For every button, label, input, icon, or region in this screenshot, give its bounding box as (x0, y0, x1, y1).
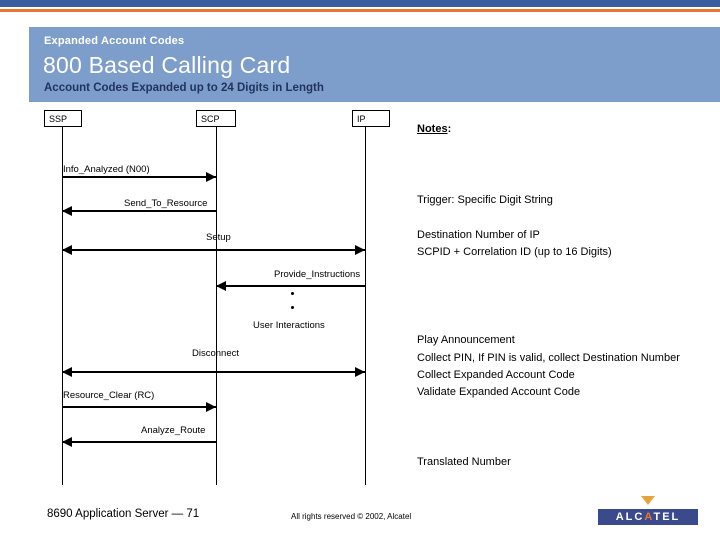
message-arrow-setup-right (62, 245, 365, 255)
message-label-disconnect: Disconnect (192, 348, 239, 359)
note-collect-account-code: Collect Expanded Account Code (417, 369, 575, 381)
notes-heading: Notes: (417, 123, 451, 135)
message-arrow-provide-instructions (216, 281, 365, 291)
note-scpid-correlation: SCPID + Correlation ID (up to 16 Digits) (417, 246, 612, 258)
note-validate-account-code: Validate Expanded Account Code (417, 386, 581, 398)
user-interaction-dot-2 (291, 306, 294, 309)
message-arrow-resource-clear (62, 402, 216, 412)
note-collect-pin: Collect PIN, If PIN is valid, collect De… (417, 352, 680, 364)
lifeline-scp (216, 127, 217, 485)
message-label-analyze-route: Analyze_Route (141, 425, 206, 436)
message-arrow-send-to-resource (62, 206, 216, 216)
alcatel-logo: ALCATEL (598, 509, 698, 525)
notes-heading-colon: : (447, 123, 452, 135)
node-scp: SCP (196, 110, 236, 127)
footer-copyright: All rights reserved © 2002, Alcatel (291, 512, 412, 521)
footer-left-text: 8690 Application Server — 71 (47, 508, 200, 520)
message-label-info-analyzed: Info_Analyzed (N00) (63, 164, 150, 175)
logo-text-pre: ALC (615, 511, 645, 523)
logo-text-accent: A (644, 511, 654, 523)
user-interaction-dot-1 (291, 292, 294, 295)
top-blue-stripe (0, 0, 720, 7)
lifeline-ssp (62, 127, 63, 485)
note-trigger: Trigger: Specific Digit String (417, 194, 553, 206)
note-destination-number: Destination Number of IP (417, 229, 540, 241)
lifeline-ip (365, 127, 366, 485)
message-label-setup: Setup (206, 232, 231, 243)
page-title: 800 Based Calling Card (43, 52, 291, 78)
top-orange-stripe (0, 9, 720, 12)
message-arrow-analyze-route (62, 437, 216, 447)
header-subtitle: Account Codes Expanded up to 24 Digits i… (44, 82, 324, 94)
footer-triangle-icon (641, 496, 655, 505)
header-band (29, 27, 720, 102)
logo-text-post: TEL (653, 511, 681, 523)
note-translated-number: Translated Number (417, 456, 511, 468)
node-ip: IP (352, 110, 390, 127)
notes-heading-text: Notes (417, 123, 448, 135)
header-eyebrow: Expanded Account Codes (44, 35, 185, 47)
message-arrow-disconnect-right (62, 367, 365, 377)
note-play-announcement: Play Announcement (417, 334, 515, 346)
message-label-send-to-resource: Send_To_Resource (124, 198, 208, 209)
message-label-user-interactions: User Interactions (253, 320, 325, 331)
message-label-provide-instructions: Provide_Instructions (274, 269, 361, 280)
node-ssp: SSP (44, 110, 82, 127)
message-label-resource-clear: Resource_Clear (RC) (63, 390, 155, 401)
message-arrow-info-analyzed (62, 172, 216, 182)
